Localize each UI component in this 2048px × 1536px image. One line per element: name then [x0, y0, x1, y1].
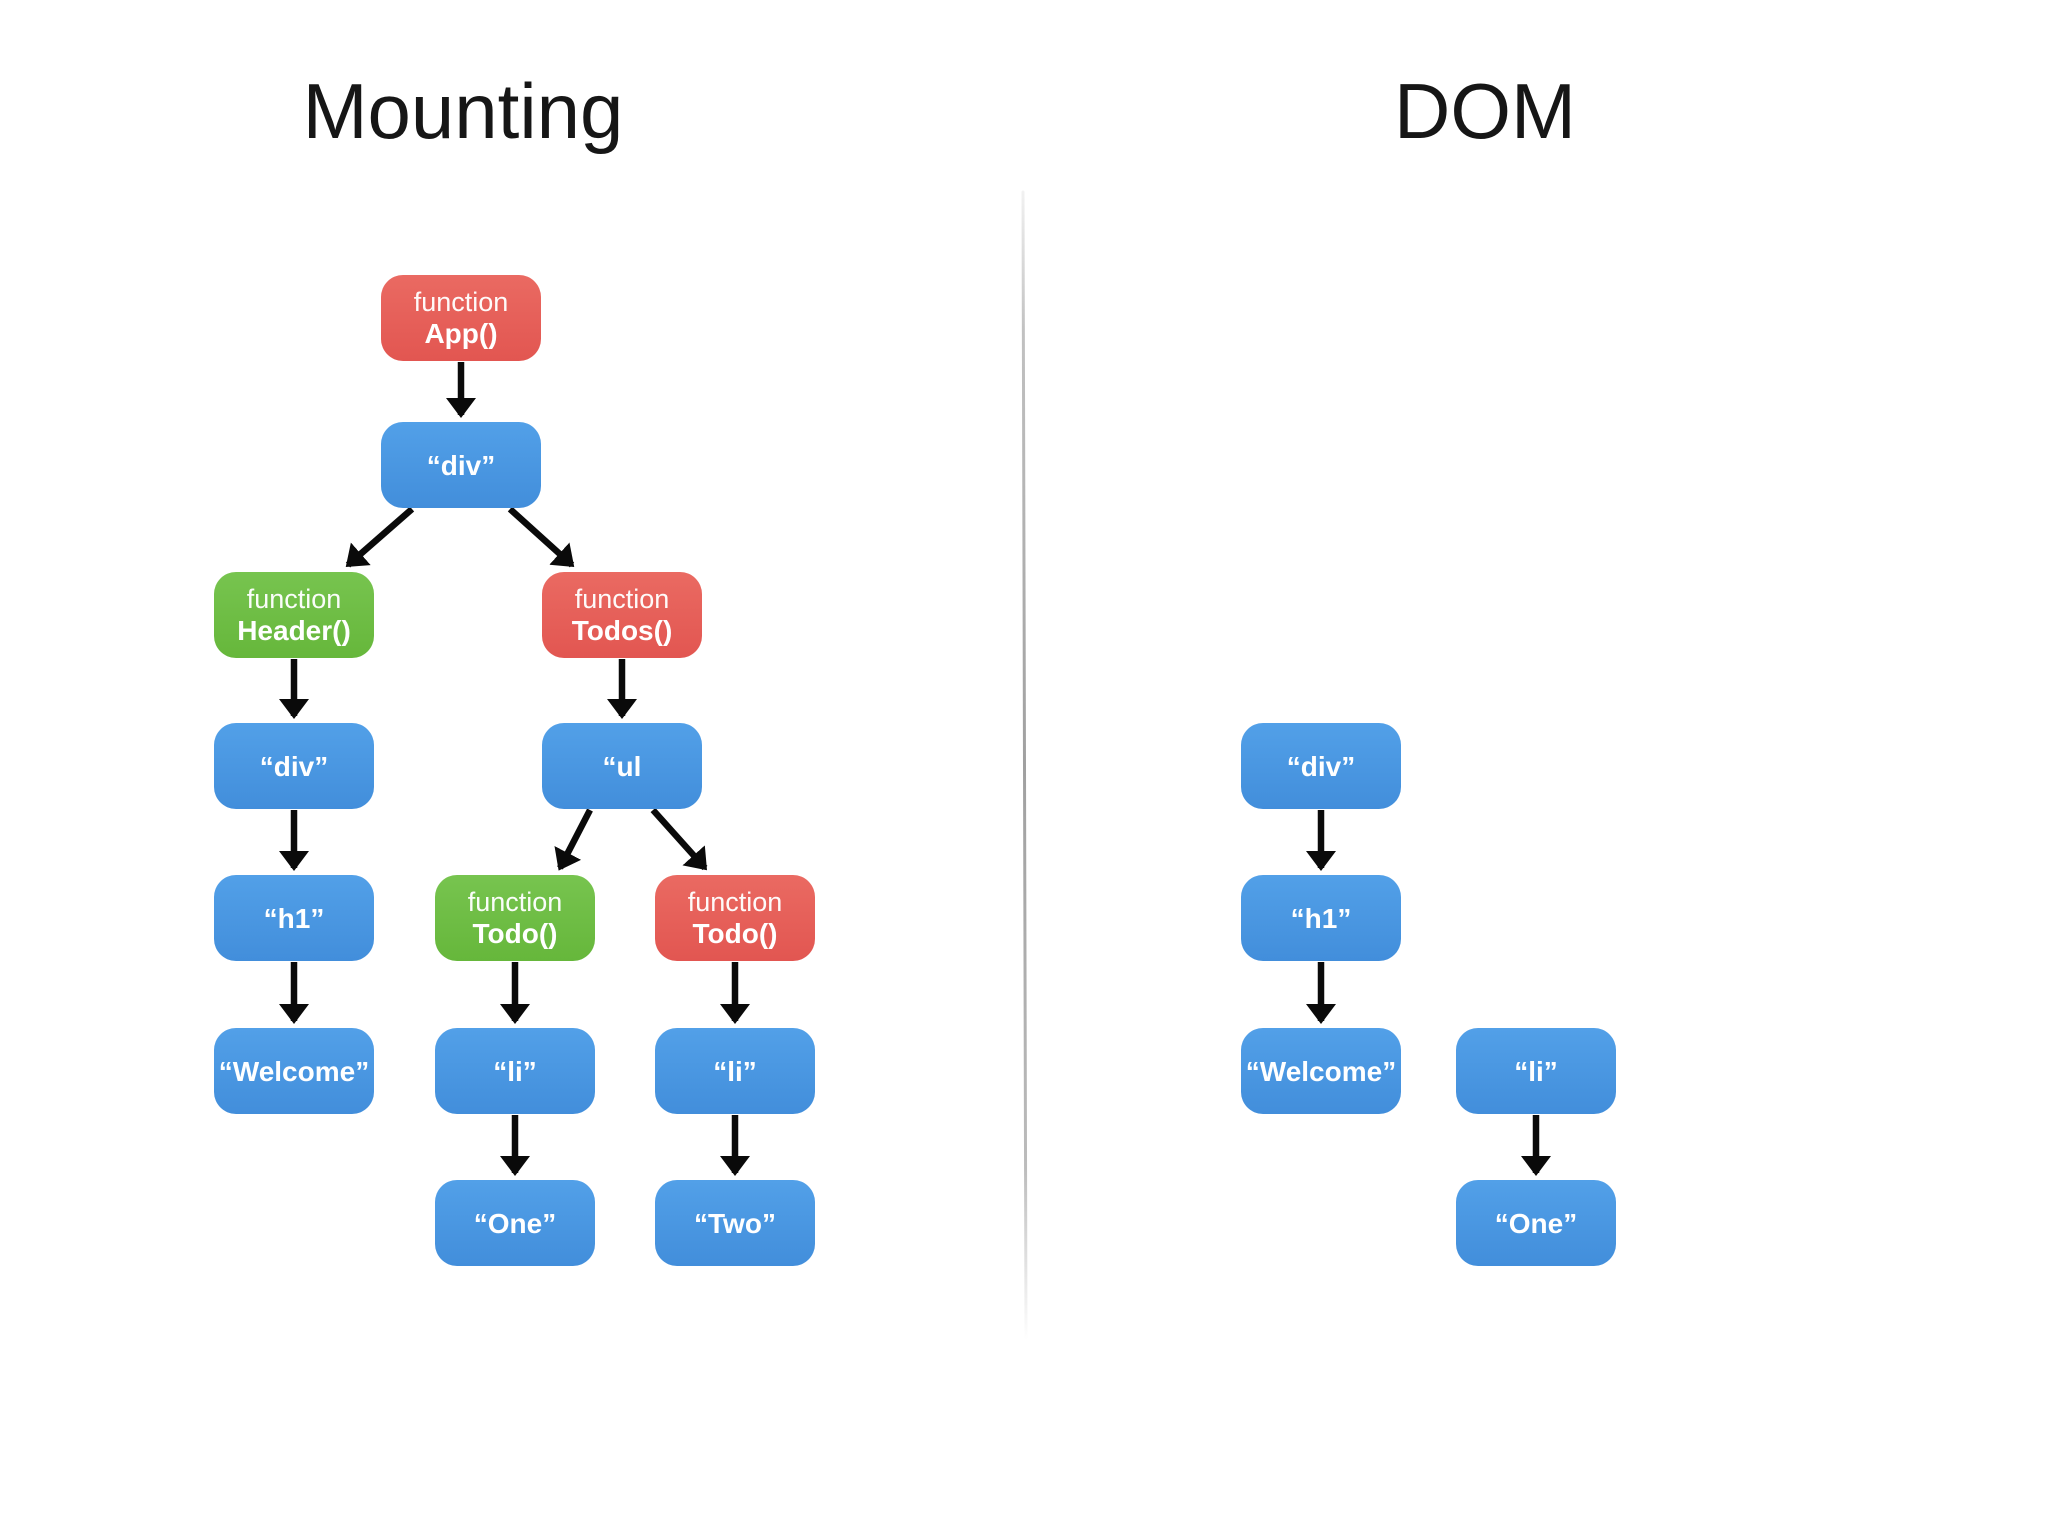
node-label: “li” — [1514, 1055, 1558, 1087]
edge-ul-to-todo2 — [650, 807, 708, 871]
node-label: “div” — [426, 449, 496, 481]
node-label: “One” — [1494, 1207, 1578, 1239]
node-two: “Two” — [655, 1180, 815, 1266]
dom-title: DOM — [1394, 67, 1576, 155]
node-label: “Welcome” — [218, 1055, 370, 1087]
node-label: “ul — [602, 750, 642, 782]
node-div2: “div” — [214, 723, 374, 809]
node-keyword: function — [246, 584, 342, 614]
node-one: “One” — [435, 1180, 595, 1266]
node-div1: “div” — [381, 422, 541, 508]
node-dom-one: “One” — [1456, 1180, 1616, 1266]
node-label: “One” — [473, 1207, 557, 1239]
node-keyword: function — [413, 287, 509, 317]
node-label: Todo() — [472, 918, 558, 949]
node-label: “Two” — [694, 1207, 776, 1239]
node-keyword: function — [687, 887, 783, 917]
node-dom-li: “li” — [1456, 1028, 1616, 1114]
edge-ul-to-todo1 — [554, 808, 593, 871]
edge-div1-to-header — [345, 506, 415, 568]
node-keyword: function — [467, 887, 563, 917]
node-label: “li” — [713, 1055, 757, 1087]
node-dom-h1: “h1” — [1241, 875, 1401, 961]
node-label: “div” — [1286, 750, 1356, 782]
node-label: “h1” — [263, 902, 325, 934]
node-ul: “ul — [542, 723, 702, 809]
edge-div1-to-todos — [507, 506, 575, 568]
node-label: Todo() — [692, 918, 778, 949]
node-label: App() — [424, 318, 498, 349]
node-welcome: “Welcome” — [214, 1028, 374, 1114]
node-label: “div” — [259, 750, 329, 782]
node-label: “h1” — [1290, 902, 1352, 934]
node-label: Todos() — [571, 615, 673, 646]
node-label: “li” — [493, 1055, 537, 1087]
node-li2: “li” — [655, 1028, 815, 1114]
node-li1: “li” — [435, 1028, 595, 1114]
node-h1: “h1” — [214, 875, 374, 961]
node-keyword: function — [574, 584, 670, 614]
node-dom-div: “div” — [1241, 723, 1401, 809]
node-label: “Welcome” — [1245, 1055, 1397, 1087]
node-label: Header() — [237, 615, 351, 646]
section-divider-line — [1021, 190, 1028, 1342]
mounting-title: Mounting — [302, 67, 624, 155]
node-dom-welcome: “Welcome” — [1241, 1028, 1401, 1114]
